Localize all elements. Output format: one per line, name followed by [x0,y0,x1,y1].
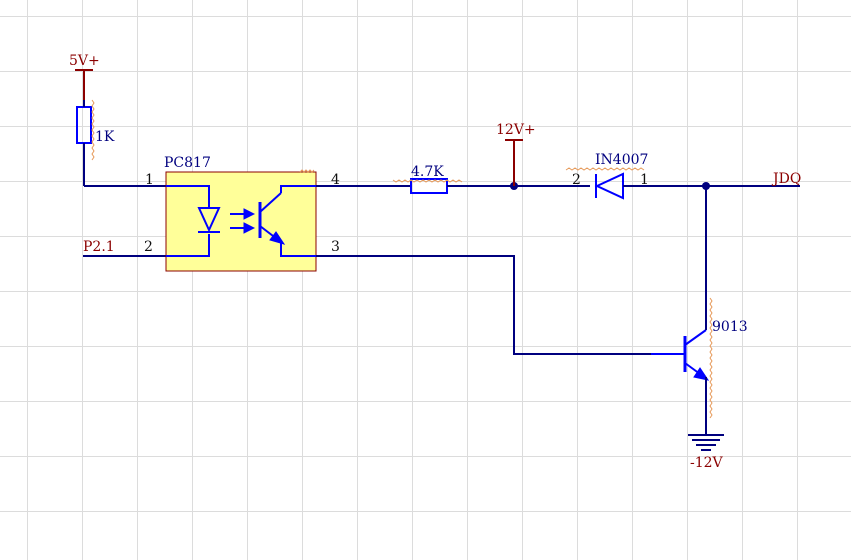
ground-symbol [688,434,724,451]
wire-pin3-to-base [316,255,651,355]
power-5v-symbol [75,69,93,100]
opto-pin3-label: 3 [331,239,340,255]
power-neg12v-label: -12V [690,455,724,471]
opto-pin4-label: 4 [331,172,340,188]
power-12v-label: 12V+ [496,122,536,138]
opto-led-diode-icon [197,207,221,233]
transistor-label: 9013 [712,319,748,335]
input-p21-label: P2.1 [83,239,115,255]
opto-pin1-label: 1 [145,172,154,188]
power-5v-label: 5V+ [69,53,100,69]
opto-pin2-label: 2 [144,239,153,255]
optocoupler-pc817[interactable] [165,169,317,272]
output-jdq-label: JDQ [771,171,801,187]
diode-icon [594,172,624,200]
diode-label: IN4007 [595,152,648,168]
opto-light-arrow-icon [243,222,256,234]
opto-light-arrow-icon [243,208,256,220]
diode-pin2-label: 2 [572,172,581,188]
diode-in4007[interactable] [565,167,800,200]
resistor-4k7-label: 4.7K [411,164,444,180]
power-12v-symbol [505,139,523,186]
transistor-9013[interactable] [651,186,713,435]
diode-pin1-label: 1 [640,172,649,188]
opto-label: PC817 [164,155,211,171]
resistor-1k-label: 1K [95,129,115,145]
resistor-1k[interactable] [76,99,95,186]
